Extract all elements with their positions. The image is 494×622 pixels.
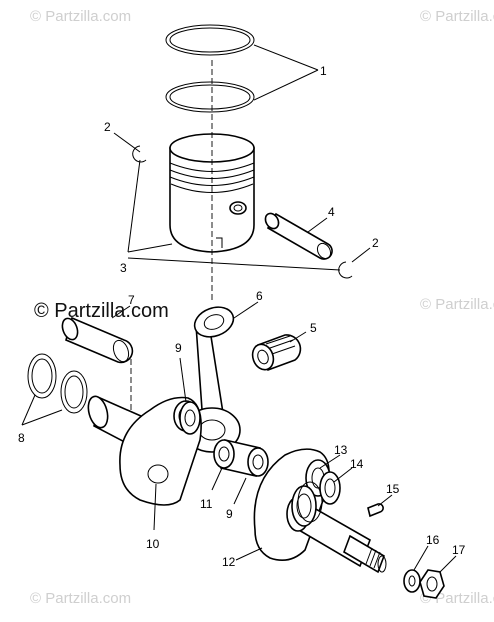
callout-10[interactable]: 10 [146,537,160,551]
circlip-right[interactable] [338,261,353,279]
watermark-main: © Partzilla.com [34,300,169,322]
callout-4[interactable]: 4 [328,205,335,219]
watermark-top-left: © Partzilla.com [30,8,132,25]
callout-6[interactable]: 6 [256,289,263,303]
crankshaft-nut[interactable] [419,569,445,599]
needle-bearing-small-end[interactable] [249,334,302,373]
callout-1[interactable]: 1 [320,64,327,78]
callout-2-right[interactable]: 2 [372,236,379,250]
callout-8[interactable]: 8 [18,431,25,445]
lock-washer[interactable] [403,569,421,593]
callout-7[interactable]: 7 [128,293,135,307]
piston-ring-upper[interactable] [165,24,255,56]
thrust-washer[interactable] [179,401,201,435]
callout-14[interactable]: 14 [350,457,364,471]
callout-5[interactable]: 5 [310,321,317,335]
woodruff-key[interactable] [367,503,384,518]
watermark-mid-right: © Partzilla.com [420,296,494,313]
callout-15[interactable]: 15 [386,482,400,496]
callout-16[interactable]: 16 [426,533,440,547]
watermark-bottom-left: © Partzilla.com [30,590,132,607]
main-bearing[interactable] [213,439,269,477]
circlip-left[interactable] [132,145,147,163]
piston-pin[interactable] [263,211,333,261]
oil-seal-right[interactable] [319,471,341,505]
callout-13[interactable]: 13 [334,443,348,457]
crank-pin[interactable] [60,316,134,364]
callout-17[interactable]: 17 [452,543,466,557]
callout-9-upper[interactable]: 9 [175,341,182,355]
callout-11[interactable]: 11 [200,497,213,511]
callout-3[interactable]: 3 [120,261,127,275]
callout-12[interactable]: 12 [222,555,236,569]
watermark-top-right: © Partzilla.com [420,8,494,25]
oil-seal-outer[interactable] [27,353,57,399]
piston-ring-lower[interactable] [165,81,255,113]
callout-9-lower[interactable]: 9 [226,507,233,521]
callout-2-left[interactable]: 2 [104,120,111,134]
main-bearing-right[interactable] [291,481,323,527]
oil-seal-inner[interactable] [60,370,88,414]
leader-lines [21,44,457,573]
